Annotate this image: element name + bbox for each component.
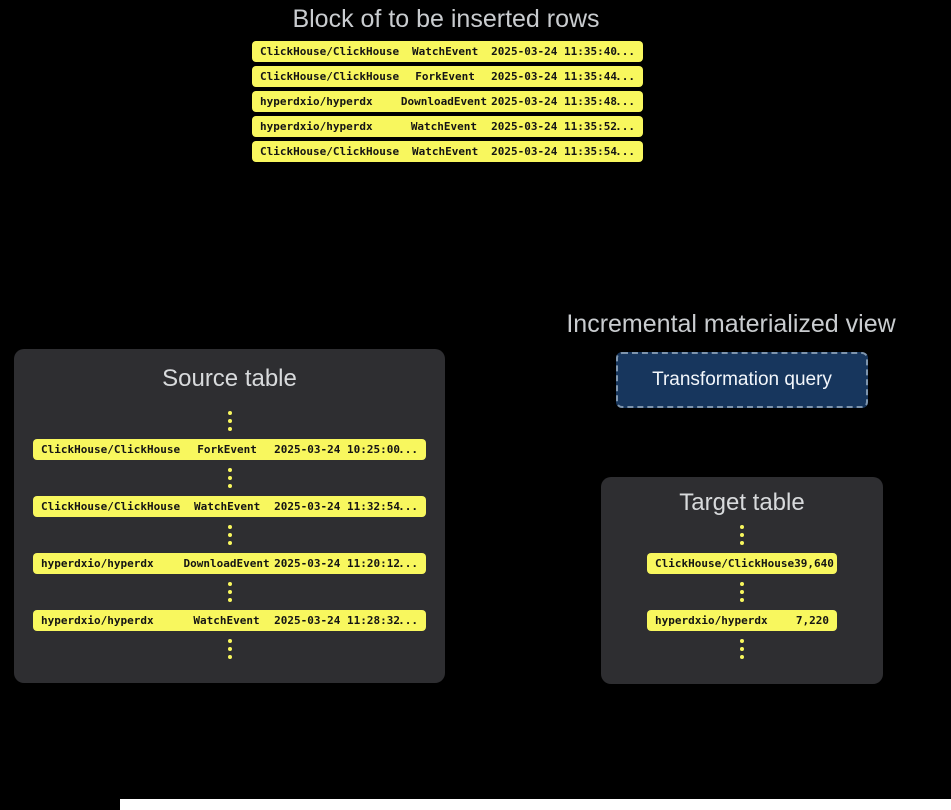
repo-cell: ClickHouse/ClickHouse bbox=[41, 443, 181, 456]
time-cell: 2025-03-24 11:35:40 bbox=[491, 45, 617, 58]
time-cell: 2025-03-24 11:35:48 bbox=[491, 95, 617, 108]
insert-row: hyperdxio/hyperdx DownloadEvent 2025-03-… bbox=[252, 91, 643, 112]
more-cell: ... bbox=[615, 145, 635, 158]
insert-row: ClickHouse/ClickHouse WatchEvent 2025-03… bbox=[252, 141, 643, 162]
insert-row: ClickHouse/ClickHouse WatchEvent 2025-03… bbox=[252, 41, 643, 62]
repo-cell: hyperdxio/hyperdx bbox=[41, 557, 154, 570]
event-cell: WatchEvent bbox=[193, 500, 261, 513]
ellipsis-dots bbox=[740, 637, 744, 661]
source-row: hyperdxio/hyperdx DownloadEvent 2025-03-… bbox=[33, 553, 426, 574]
time-cell: 2025-03-24 11:32:54 bbox=[274, 500, 400, 513]
target-table-panel: Target table ClickHouse/ClickHouse 39,64… bbox=[601, 477, 883, 684]
time-cell: 2025-03-24 11:35:44 bbox=[491, 70, 617, 83]
time-cell: 2025-03-24 11:20:12 bbox=[274, 557, 400, 570]
source-row: hyperdxio/hyperdx WatchEvent 2025-03-24 … bbox=[33, 610, 426, 631]
more-cell: ... bbox=[615, 70, 635, 83]
insert-row: ClickHouse/ClickHouse ForkEvent 2025-03-… bbox=[252, 66, 643, 87]
target-row: hyperdxio/hyperdx 7,220 bbox=[647, 610, 837, 631]
repo-cell: hyperdxio/hyperdx bbox=[260, 95, 373, 108]
repo-cell: hyperdxio/hyperdx bbox=[655, 614, 768, 627]
event-cell: WatchEvent bbox=[411, 45, 479, 58]
ellipsis-dots bbox=[227, 580, 232, 604]
repo-cell: ClickHouse/ClickHouse bbox=[41, 500, 181, 513]
repo-cell: ClickHouse/ClickHouse bbox=[260, 45, 400, 58]
source-table-title: Source table bbox=[162, 365, 297, 392]
time-cell: 2025-03-24 11:28:32 bbox=[274, 614, 400, 627]
time-cell: 2025-03-24 11:35:54 bbox=[491, 145, 617, 158]
target-table-title: Target table bbox=[679, 489, 805, 516]
insert-block: ClickHouse/ClickHouse WatchEvent 2025-03… bbox=[252, 41, 643, 162]
ellipsis-dots bbox=[227, 637, 232, 661]
event-cell: WatchEvent bbox=[193, 614, 260, 627]
source-table-body: ClickHouse/ClickHouse ForkEvent 2025-03-… bbox=[33, 409, 426, 661]
source-table-panel: Source table ClickHouse/ClickHouse ForkE… bbox=[14, 349, 445, 683]
insert-row: hyperdxio/hyperdx WatchEvent 2025-03-24 … bbox=[252, 116, 643, 137]
more-cell: ... bbox=[398, 557, 418, 570]
source-row: ClickHouse/ClickHouse WatchEvent 2025-03… bbox=[33, 496, 426, 517]
repo-cell: ClickHouse/ClickHouse bbox=[260, 145, 400, 158]
event-cell: DownloadEvent bbox=[400, 95, 487, 108]
more-cell: ... bbox=[615, 95, 635, 108]
event-cell: WatchEvent bbox=[410, 120, 478, 133]
ellipsis-dots bbox=[227, 409, 232, 433]
ellipsis-dots bbox=[740, 580, 744, 604]
source-row: ClickHouse/ClickHouse ForkEvent 2025-03-… bbox=[33, 439, 426, 460]
event-cell: DownloadEvent bbox=[183, 557, 270, 570]
ellipsis-dots bbox=[740, 523, 744, 547]
ellipsis-dots bbox=[227, 523, 232, 547]
insert-block-title: Block of to be inserted rows bbox=[292, 5, 600, 33]
more-cell: ... bbox=[398, 443, 418, 456]
repo-cell: ClickHouse/ClickHouse bbox=[260, 70, 400, 83]
ellipsis-dots bbox=[227, 466, 232, 490]
event-cell: WatchEvent bbox=[411, 145, 479, 158]
repo-cell: ClickHouse/ClickHouse bbox=[655, 557, 795, 570]
more-cell: ... bbox=[398, 500, 418, 513]
transformation-query-button[interactable]: Transformation query bbox=[616, 352, 868, 408]
repo-cell: hyperdxio/hyperdx bbox=[41, 614, 154, 627]
count-cell: 39,640 bbox=[794, 557, 834, 570]
page-bottom-strip bbox=[120, 799, 951, 810]
time-cell: 2025-03-24 10:25:00 bbox=[274, 443, 400, 456]
materialized-view-heading: Incremental materialized view bbox=[566, 310, 896, 338]
more-cell: ... bbox=[615, 120, 635, 133]
event-cell: ForkEvent bbox=[197, 443, 257, 456]
repo-cell: hyperdxio/hyperdx bbox=[260, 120, 373, 133]
count-cell: 7,220 bbox=[795, 614, 829, 627]
target-table-body: ClickHouse/ClickHouse 39,640 hyperdxio/h… bbox=[647, 523, 837, 661]
time-cell: 2025-03-24 11:35:52 bbox=[491, 120, 617, 133]
target-row: ClickHouse/ClickHouse 39,640 bbox=[647, 553, 837, 574]
more-cell: ... bbox=[398, 614, 418, 627]
event-cell: ForkEvent bbox=[415, 70, 475, 83]
more-cell: ... bbox=[615, 45, 635, 58]
